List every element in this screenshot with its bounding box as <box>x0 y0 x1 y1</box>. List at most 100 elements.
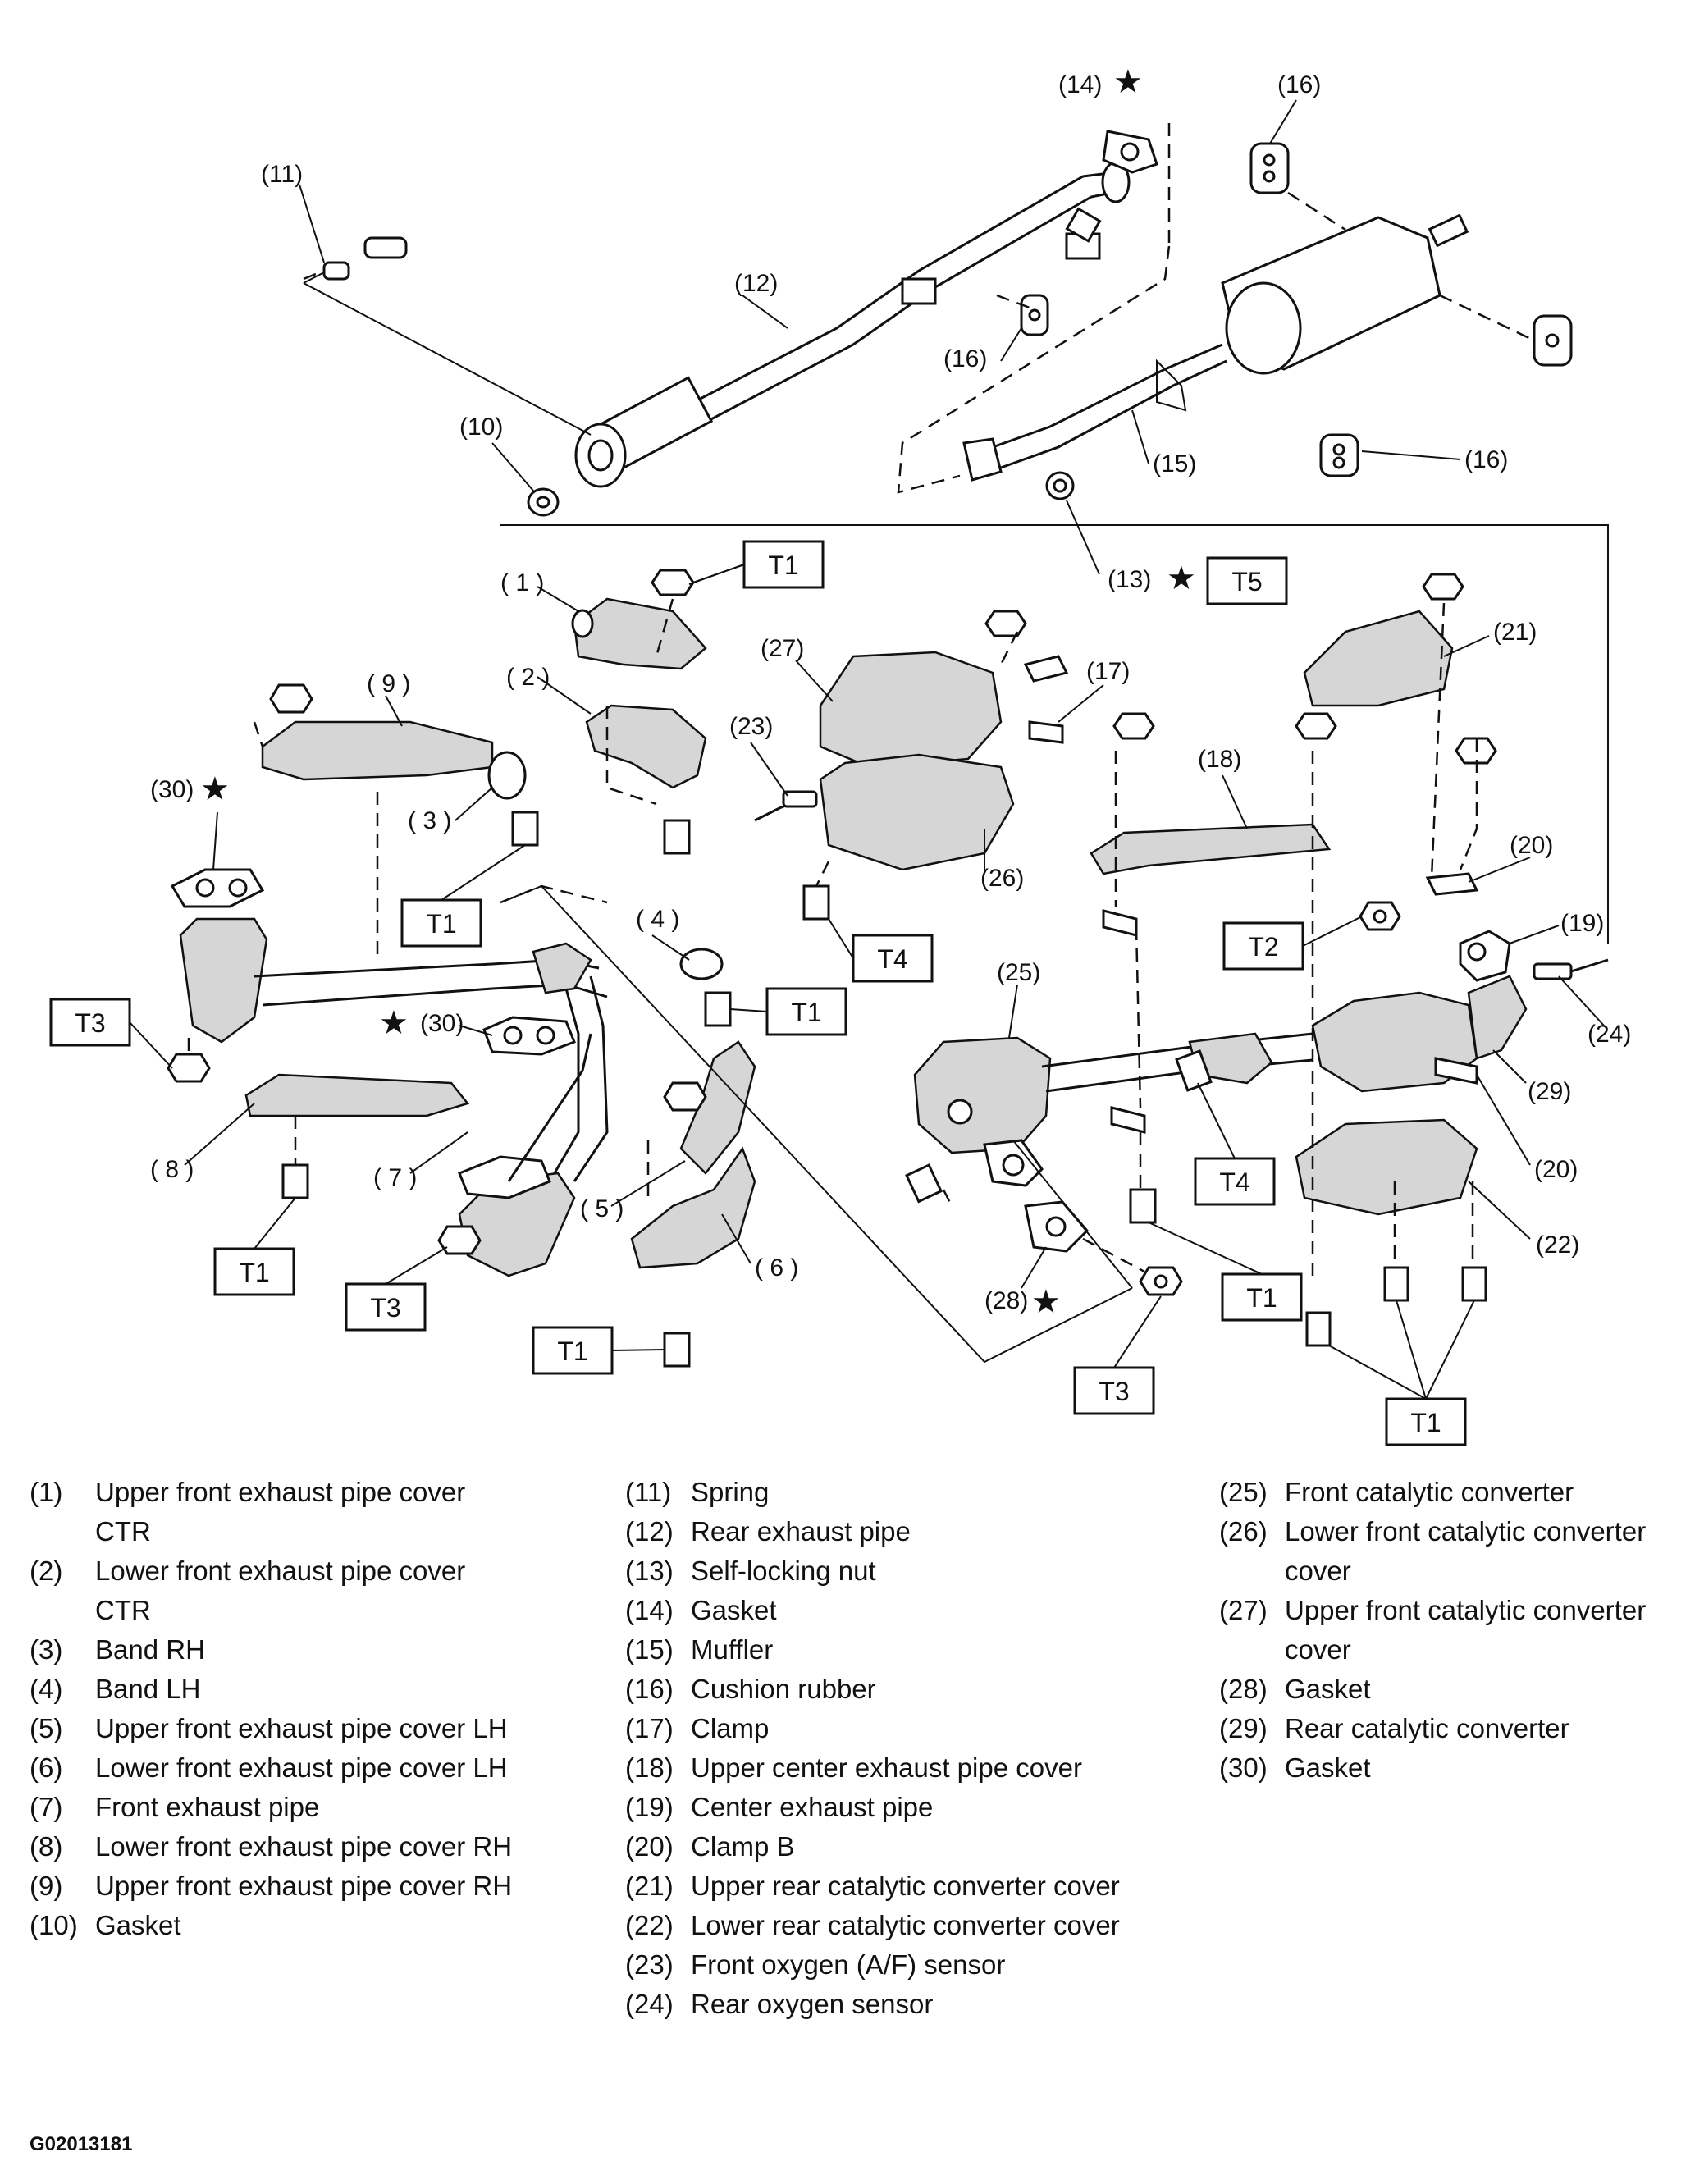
nuts-t1-center <box>1112 712 1337 740</box>
bolt-t1-lower-rh <box>281 1163 309 1199</box>
lower-rear-catalytic-converter-cover <box>1295 1118 1478 1216</box>
legend-item: (10)Gasket <box>30 1906 522 1945</box>
legend-item-number: (5) <box>30 1713 63 1743</box>
legend-item-name: Cushion rubber <box>691 1674 876 1704</box>
legend-item-number: (17) <box>625 1713 674 1743</box>
bolt-t1-center-low <box>1129 1188 1157 1224</box>
callout-23: (23) <box>729 713 773 740</box>
callout-7: ( 7 ) <box>373 1164 417 1191</box>
legend-item-name: Gasket <box>95 1910 181 1940</box>
legend-item-name: Muffler <box>691 1634 774 1665</box>
legend-item: (13)Self-locking nut <box>625 1551 1134 1591</box>
rear-exhaust-pipe <box>574 161 1131 488</box>
legend-item-number: (16) <box>625 1674 674 1704</box>
rear-catalytic-converter <box>1311 975 1528 1093</box>
legend-item-number: (27) <box>1219 1595 1268 1625</box>
clamp-b-lower <box>1434 1057 1478 1085</box>
legend-item-name: Upper front catalytic converter cover <box>1285 1595 1647 1665</box>
legend-item: (12) Rear exhaust pipe <box>625 1512 1134 1551</box>
cushion-rubber-upper <box>1249 142 1290 194</box>
legend-item: (22)Lower rear catalytic converter cover <box>625 1906 1134 1945</box>
legend-item-name: Lower front catalytic converter cover <box>1285 1516 1647 1586</box>
star-30-left: ★ <box>200 771 230 807</box>
legend-item-number: (9) <box>30 1871 63 1901</box>
torque-box-t1-band: T1 <box>765 987 847 1036</box>
legend-item-name: Front exhaust pipe <box>95 1792 320 1822</box>
muffler <box>962 213 1469 482</box>
torque-boxes: T1 T5 T1 T4 T3 T1 T2 T4 <box>49 540 1467 1446</box>
star-13: ★ <box>1167 560 1196 596</box>
bolt-t1-lh <box>663 1332 691 1368</box>
torque-box-t1-rear: T1 <box>1385 1397 1467 1446</box>
legend-item-number: (12) <box>625 1516 674 1547</box>
legend-item-number: (21) <box>625 1871 674 1901</box>
svg-text:T1: T1 <box>1246 1283 1277 1313</box>
legend-item: (16) Cushion rubber <box>625 1670 1134 1709</box>
legend-item-name: Upper center exhaust pipe cover <box>691 1752 1082 1783</box>
legend-item: (30)Gasket <box>1219 1748 1695 1788</box>
gasket-10 <box>527 487 560 517</box>
bolt-front-cat <box>905 1163 943 1204</box>
callout-1: ( 1 ) <box>500 569 544 596</box>
lower-front-exhaust-pipe-cover-lh <box>630 1146 756 1269</box>
svg-text:T5: T5 <box>1231 567 1262 596</box>
center-exhaust-pipe-flange <box>1459 930 1511 982</box>
self-locking-nut-13 <box>1045 471 1075 500</box>
legend-item-number: (30) <box>1219 1752 1268 1783</box>
gasket-30-right <box>482 1016 576 1056</box>
torque-box-t3-right: T3 <box>1073 1366 1155 1415</box>
legend-item-number: (24) <box>625 1989 674 2019</box>
legend-item: (8)Lower front exhaust pipe cover RH <box>30 1827 522 1866</box>
legend-item-name: Upper front exhaust pipe cover LH <box>95 1713 508 1743</box>
callout-12: (12) <box>734 270 778 297</box>
nut-t4-cat <box>984 610 1027 637</box>
legend-item-number: (7) <box>30 1792 63 1822</box>
legend-item-name: Clamp B <box>691 1831 795 1862</box>
legend-item: (19)Center exhaust pipe <box>625 1788 1134 1827</box>
torque-box-t4-cat: T4 <box>852 934 934 983</box>
upper-front-catalytic-converter-cover <box>819 651 1003 769</box>
legend-item: (17)Clamp <box>625 1709 1134 1748</box>
legend-item: (25) Front catalytic converter <box>1219 1473 1695 1512</box>
legend-item: (15)Muffler <box>625 1630 1134 1670</box>
star-28: ★ <box>1031 1284 1061 1320</box>
callout-15: (15) <box>1153 450 1196 477</box>
callout-22: (22) <box>1536 1231 1579 1259</box>
legend-item-name: Band LH <box>95 1674 201 1704</box>
legend-item: (29)Rear catalytic converter <box>1219 1709 1695 1748</box>
star-14: ★ <box>1113 64 1143 100</box>
svg-text:T1: T1 <box>791 998 821 1027</box>
nut-t2 <box>1359 901 1401 931</box>
clamp-b-upper <box>1425 872 1479 896</box>
callout-21: (21) <box>1493 619 1537 646</box>
callout-27: (27) <box>761 635 804 662</box>
svg-text:T1: T1 <box>557 1336 587 1366</box>
front-catalytic-converter <box>913 1032 1313 1187</box>
legend-item: (23)Front oxygen (A/F) sensor <box>625 1945 1134 1985</box>
gasket-28 <box>1024 1200 1090 1253</box>
legend-item: (2)Lower front exhaust pipe cover CTR <box>30 1551 522 1630</box>
svg-text:T4: T4 <box>1219 1167 1249 1197</box>
nut-t1-lh <box>663 1081 707 1112</box>
cushion-rubber-lower <box>1319 433 1359 477</box>
legend-item: (18)Upper center exhaust pipe cover <box>625 1748 1134 1788</box>
callout-30-right: (30) <box>420 1010 464 1037</box>
legend-item-number: (1) <box>30 1477 63 1507</box>
legend-item: (27) Upper front catalytic converter cove… <box>1219 1591 1695 1670</box>
legend-column-3: (25)Front catalytic converter(26)Lower f… <box>1219 1473 1695 1788</box>
svg-text:T1: T1 <box>239 1258 269 1287</box>
lower-front-exhaust-pipe-cover-ctr <box>585 704 707 789</box>
cushion-rubber-right <box>1533 314 1573 367</box>
legend-item-number: (14) <box>625 1595 674 1625</box>
legend-item-name: Front catalytic converter <box>1285 1477 1574 1507</box>
legend-item-name: Lower front exhaust pipe cover CTR <box>95 1556 466 1625</box>
legend-item-name: Rear exhaust pipe <box>691 1516 911 1547</box>
svg-text:T2: T2 <box>1248 932 1278 962</box>
legend-item-name: Rear oxygen sensor <box>691 1989 934 2019</box>
legend-item-name: Self-locking nut <box>691 1556 876 1586</box>
legend-item-number: (25) <box>1219 1477 1268 1507</box>
legend-item-name: Lower front exhaust pipe cover LH <box>95 1752 508 1783</box>
svg-text:T3: T3 <box>1099 1377 1129 1406</box>
legend-item-number: (19) <box>625 1792 674 1822</box>
callout-18: (18) <box>1198 746 1241 773</box>
